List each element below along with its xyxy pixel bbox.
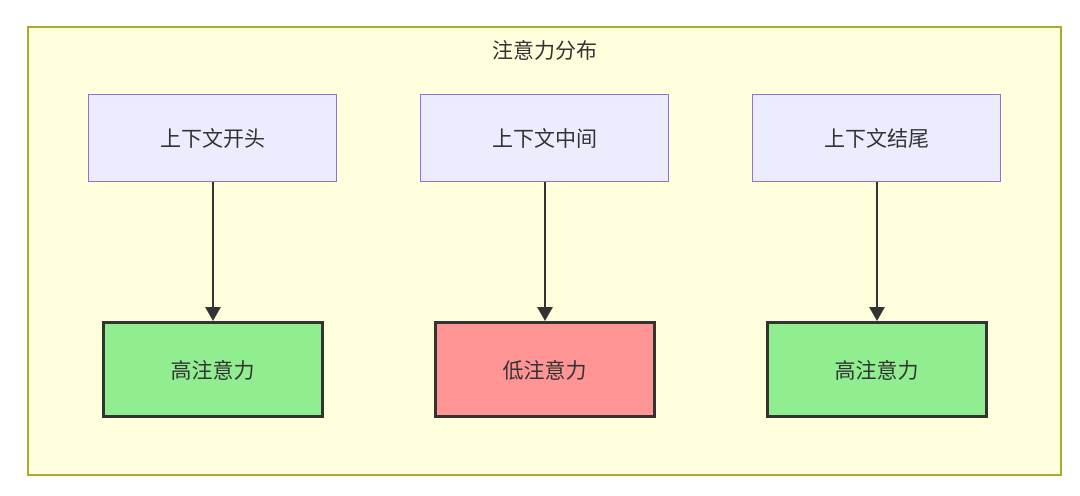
diagram-column-middle: 上下文中间 低注意力 [420,94,669,418]
attention-level-node: 高注意力 [765,321,988,418]
attention-level-node: 低注意力 [433,321,656,418]
diagram-frame: 注意力分布 上下文开头 高注意力 上下文中间 低注意力 上下文结尾 [27,26,1062,476]
diagram-column-end: 上下文结尾 高注意力 [752,94,1001,418]
diagram-columns: 上下文开头 高注意力 上下文中间 低注意力 上下文结尾 [29,94,1060,418]
arrow-line [211,182,214,308]
diagram-title: 注意力分布 [492,40,597,63]
arrow-down [536,182,554,321]
arrow-down [204,182,222,321]
arrow-down [868,182,886,321]
arrowhead-down-icon [868,307,885,321]
context-end-node: 上下文结尾 [752,94,1001,182]
context-middle-node: 上下文中间 [420,94,669,182]
arrowhead-down-icon [204,307,221,321]
arrowhead-down-icon [536,307,553,321]
context-start-node: 上下文开头 [88,94,337,182]
arrow-line [543,182,546,308]
diagram-column-start: 上下文开头 高注意力 [88,94,337,418]
arrow-line [875,182,878,308]
attention-level-node: 高注意力 [101,321,324,418]
